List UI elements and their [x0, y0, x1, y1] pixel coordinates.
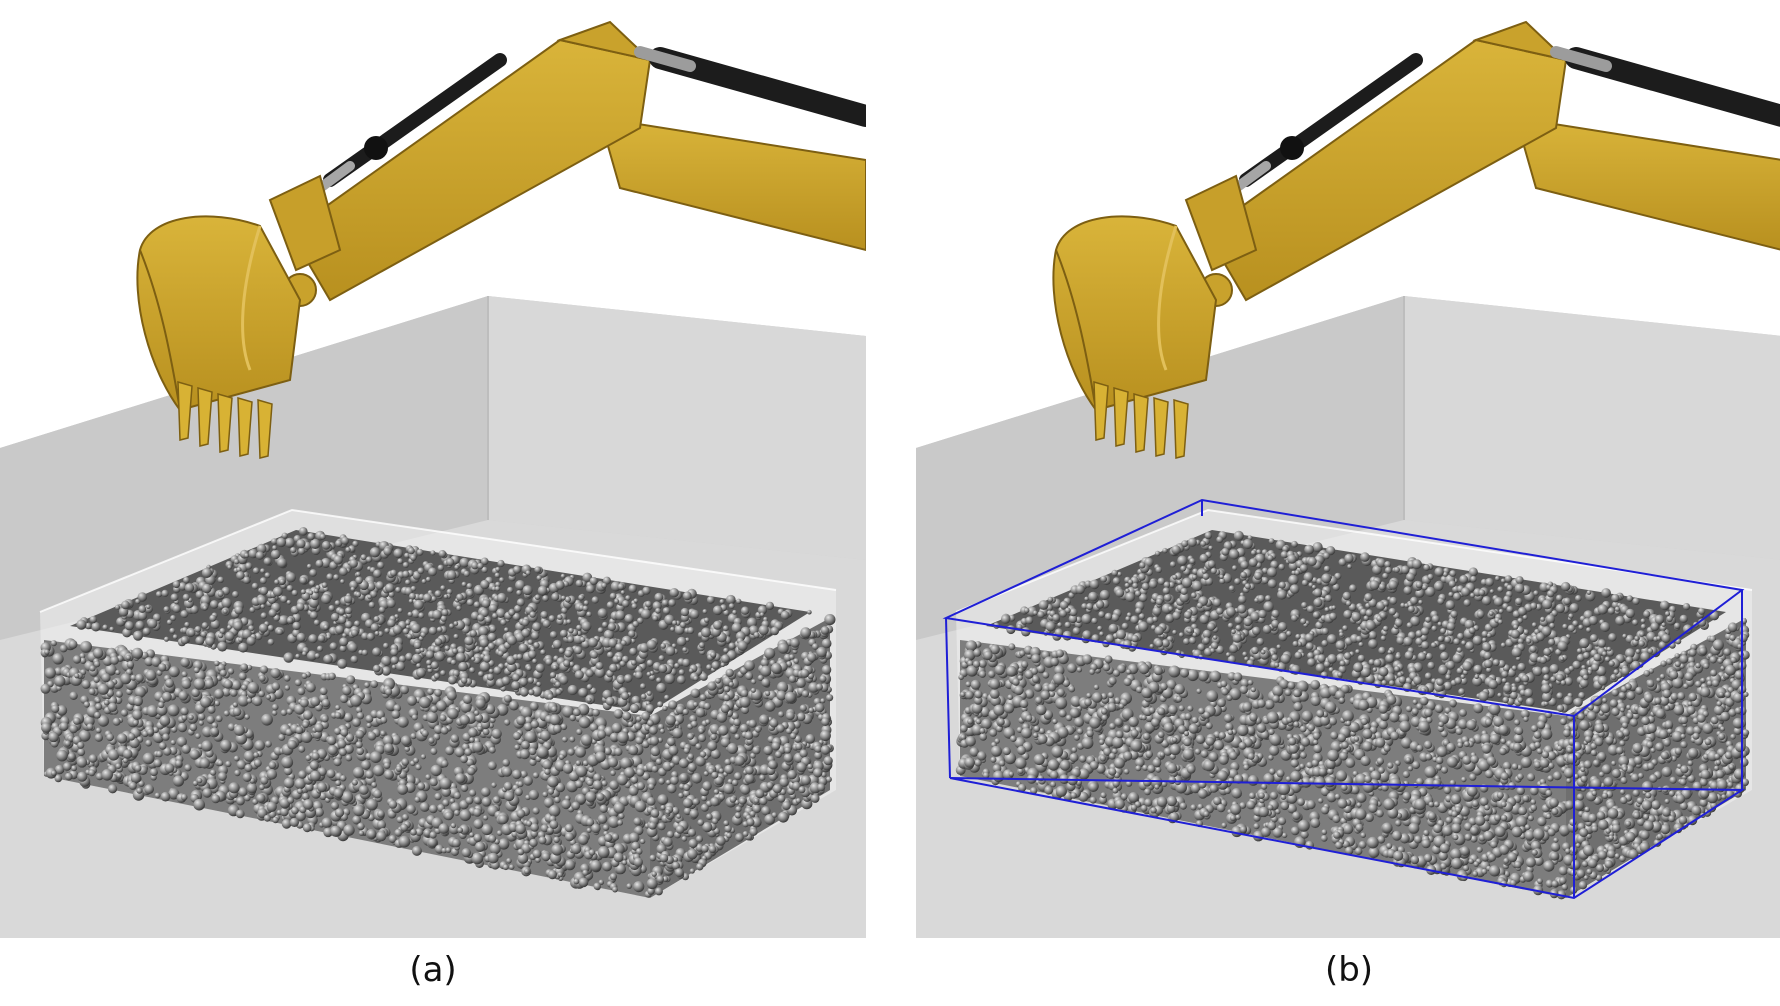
- bucket-tooth: [1133, 392, 1149, 453]
- panel-caption-a: (a): [409, 950, 457, 990]
- bucket-tooth: [1173, 398, 1189, 459]
- bucket-tooth: [257, 398, 273, 459]
- bucket-tooth: [1113, 386, 1129, 447]
- bucket-tooth: [1153, 396, 1169, 457]
- right-wall: [1404, 296, 1780, 560]
- panel-caption-b: (b): [1324, 950, 1374, 990]
- bucket-tooth: [1093, 380, 1109, 441]
- bucket-tooth: [217, 392, 233, 453]
- bucket-tooth: [197, 386, 213, 447]
- scene-panel-b: [916, 0, 1780, 938]
- gravel-particles: [955, 530, 1750, 900]
- bucket-tooth: [177, 380, 193, 441]
- right-wall: [488, 296, 866, 560]
- excavator-arm: [1052, 20, 1780, 459]
- scene-render: [916, 0, 1780, 938]
- scene-panel-a: [0, 0, 866, 938]
- bucket-tooth: [237, 396, 253, 457]
- excavator-arm: [136, 20, 866, 459]
- gravel-particles: [40, 527, 836, 898]
- scene-render: [0, 0, 866, 938]
- bounding-box: [942, 498, 1746, 900]
